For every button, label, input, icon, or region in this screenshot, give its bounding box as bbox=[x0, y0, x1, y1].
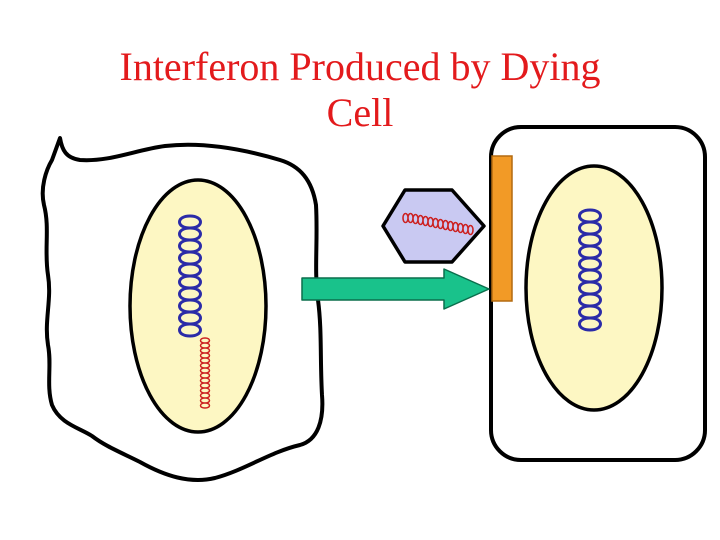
neighbor-cell-nucleus bbox=[524, 164, 664, 412]
interferon-receptor-bar-icon bbox=[491, 155, 513, 302]
title-line-2: Cell bbox=[326, 90, 394, 135]
interferon-signal-arrow-icon bbox=[301, 268, 490, 310]
virus-rna-icon bbox=[402, 212, 474, 236]
dying-cell-nucleus bbox=[128, 178, 268, 434]
dying-cell-dna-icon bbox=[178, 214, 202, 338]
neighbor-cell-dna-icon bbox=[578, 208, 602, 332]
slide-title: Interferon Produced by Dying Cell bbox=[40, 44, 680, 136]
dying-cell-viral-rna-icon bbox=[199, 337, 211, 409]
title-line-1: Interferon Produced by Dying bbox=[119, 44, 601, 89]
